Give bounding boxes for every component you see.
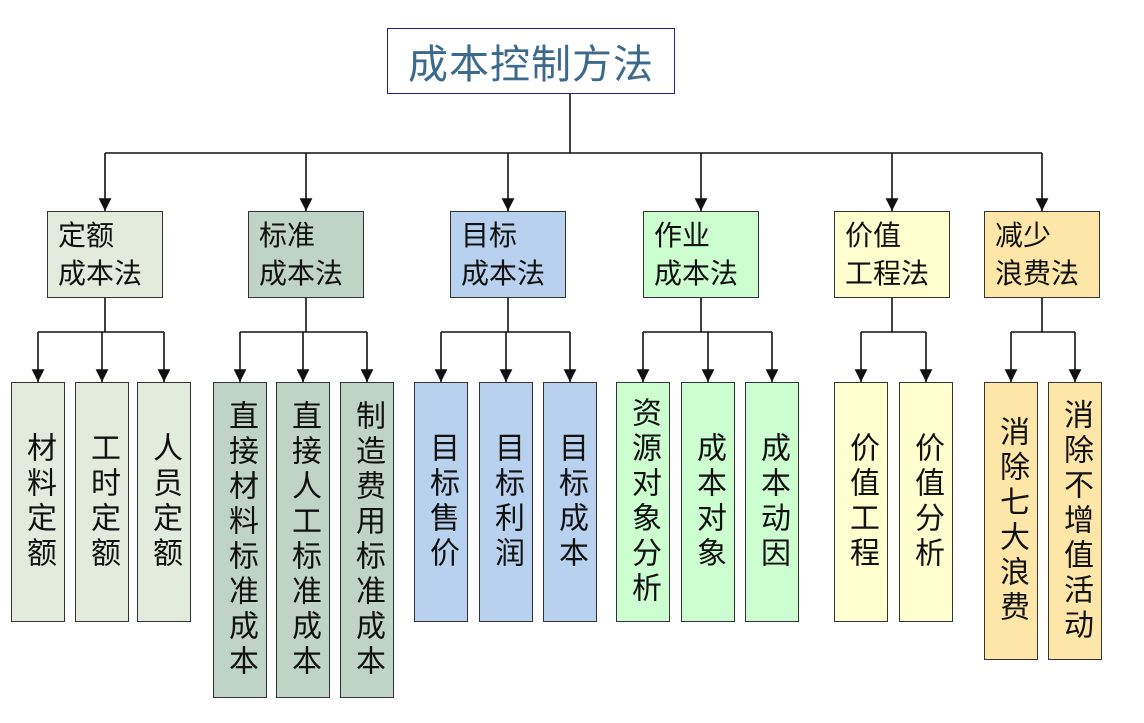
leaf-box-5-1: 消除不增值活动: [1048, 382, 1102, 660]
method-label-line1: 目标: [461, 218, 518, 252]
method-label-line2: 成本法: [461, 256, 546, 290]
method-box-1: 标准成本法: [248, 211, 364, 298]
leaf-label: 目标利润: [489, 432, 524, 572]
leaf-box-1-0: 直接材料标准成本: [213, 382, 267, 698]
method-box-5: 减少浪费法: [984, 211, 1100, 298]
leaf-label: 成本对象: [691, 432, 726, 572]
method-box-4: 价值工程法: [834, 211, 950, 298]
method-box-2: 目标成本法: [450, 211, 566, 298]
leaf-label: 工时定额: [85, 432, 120, 572]
method-label-line1: 标准: [259, 218, 316, 252]
leaf-label: 目标售价: [424, 432, 459, 572]
leaf-box-0-1: 工时定额: [75, 382, 129, 622]
leaf-box-2-1: 目标利润: [479, 382, 533, 622]
leaf-box-2-0: 目标售价: [414, 382, 468, 622]
method-box-0: 定额成本法: [47, 211, 163, 298]
leaf-box-3-0: 资源对象分析: [616, 382, 670, 622]
leaf-box-0-0: 材料定额: [11, 382, 65, 622]
leaf-box-3-2: 成本动因: [745, 382, 799, 622]
method-label-line2: 工程法: [845, 256, 930, 290]
leaf-box-2-2: 目标成本: [543, 382, 597, 622]
leaf-label: 价值工程: [844, 432, 879, 572]
leaf-box-3-1: 成本对象: [681, 382, 735, 622]
leaf-box-0-2: 人员定额: [137, 382, 191, 622]
method-label-line1: 价值: [845, 218, 902, 252]
leaf-label: 制造费用标准成本: [350, 400, 385, 680]
method-label-line2: 成本法: [259, 256, 344, 290]
leaf-label: 直接人工标准成本: [286, 400, 321, 680]
leaf-box-1-1: 直接人工标准成本: [276, 382, 330, 698]
method-label-line2: 浪费法: [995, 256, 1080, 290]
leaf-label: 直接材料标准成本: [223, 400, 258, 680]
leaf-label: 成本动因: [755, 432, 790, 572]
leaf-box-1-2: 制造费用标准成本: [340, 382, 394, 698]
method-label-line2: 成本法: [654, 256, 739, 290]
leaf-label: 消除不增值活动: [1058, 398, 1093, 644]
method-label-line1: 定额: [58, 218, 115, 252]
method-label-line2: 成本法: [58, 256, 143, 290]
leaf-label: 材料定额: [21, 432, 56, 572]
leaf-box-4-0: 价值工程: [834, 382, 888, 622]
leaf-label: 消除七大浪费: [994, 416, 1029, 626]
leaf-label: 人员定额: [147, 432, 182, 572]
method-label-line1: 作业: [654, 218, 711, 252]
root-title: 成本控制方法: [408, 42, 654, 88]
root-node: 成本控制方法: [387, 28, 675, 94]
leaf-label: 目标成本: [553, 432, 588, 572]
leaf-box-5-0: 消除七大浪费: [984, 382, 1038, 660]
leaf-label: 资源对象分析: [626, 397, 661, 607]
leaf-label: 价值分析: [909, 432, 944, 572]
method-box-3: 作业成本法: [643, 211, 759, 298]
leaf-box-4-1: 价值分析: [899, 382, 953, 622]
method-label-line1: 减少: [995, 218, 1052, 252]
